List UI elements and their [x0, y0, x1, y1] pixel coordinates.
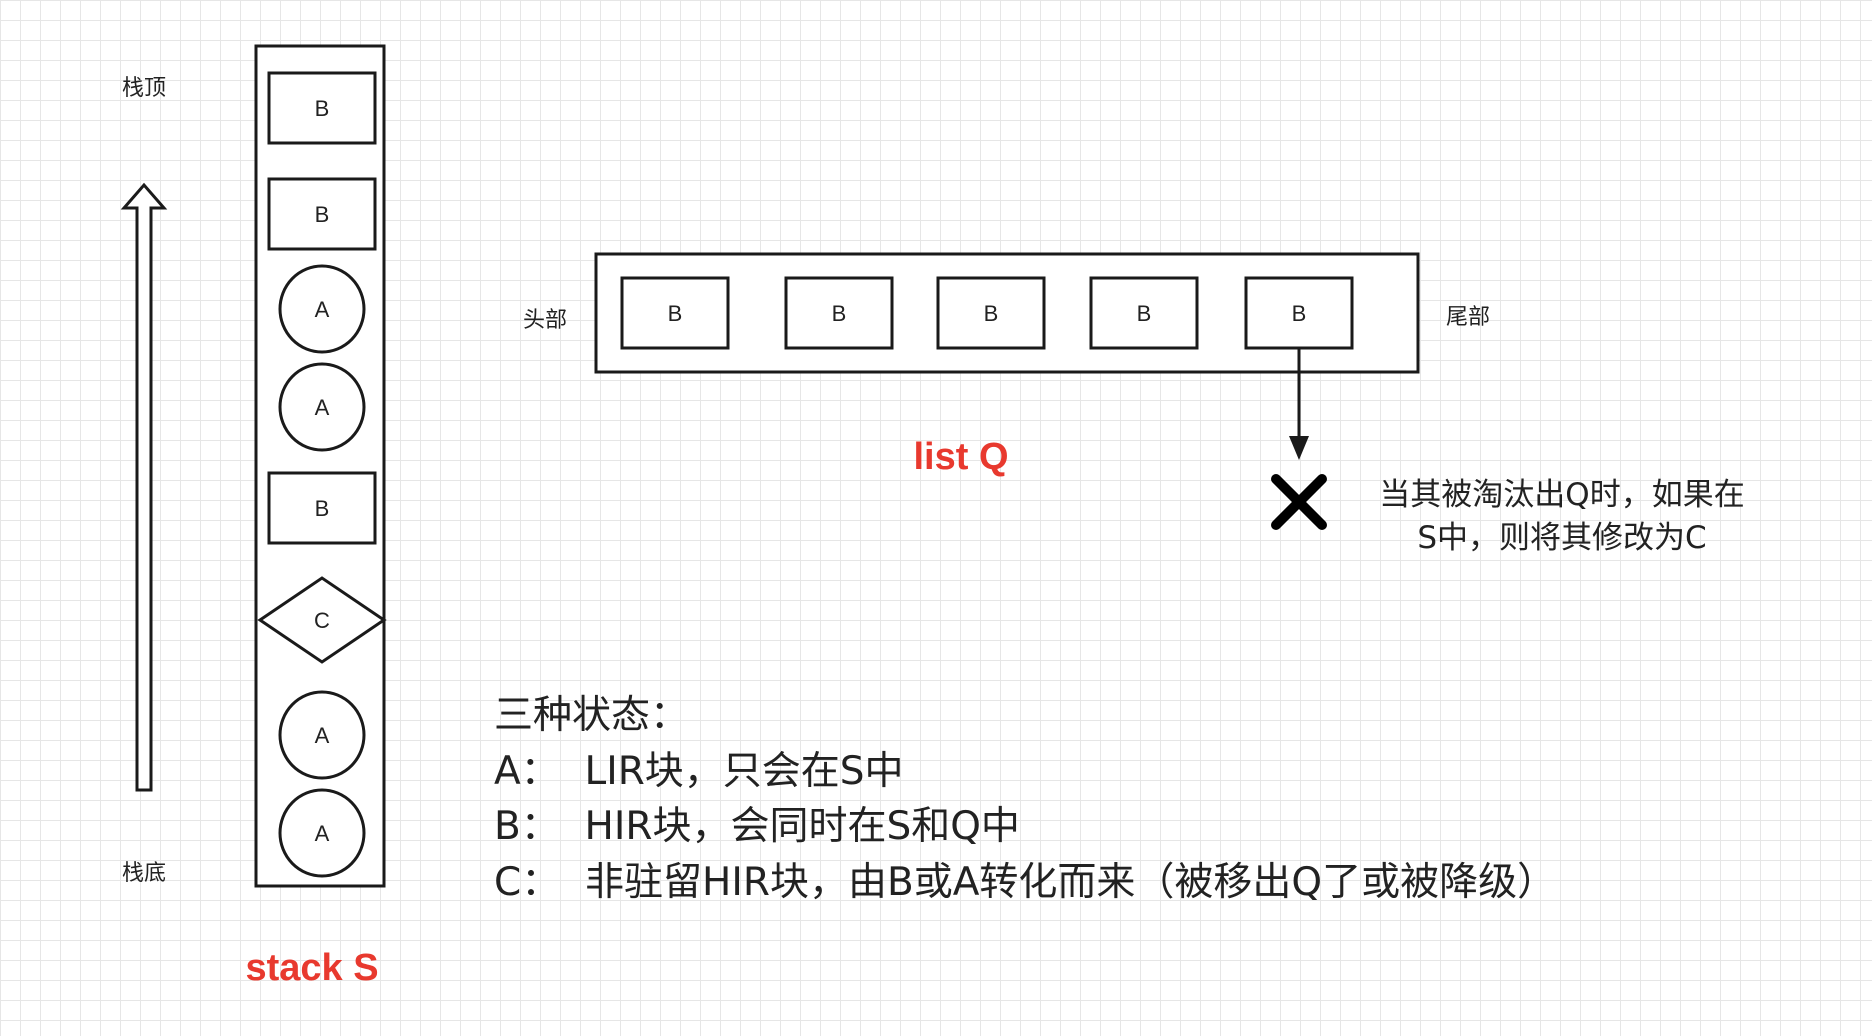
stack-item-label: A	[315, 821, 330, 846]
list-item-rect: B	[936, 276, 1046, 350]
list-item-label: B	[1137, 301, 1152, 326]
stack-direction-arrow-icon	[120, 182, 168, 792]
stack-item-circle: A	[278, 690, 366, 780]
legend-line-c: C： 非驻留HIR块，由B或A转化而来（被移出Q了或被降级）	[494, 860, 1556, 905]
eviction-arrowhead-icon	[1289, 436, 1309, 460]
stack-item-label: B	[315, 496, 330, 521]
stack-item-label: A	[315, 395, 330, 420]
stack-item-diamond: C	[257, 576, 387, 664]
stack-item-rect: B	[267, 471, 377, 545]
list-item-label: B	[984, 301, 999, 326]
stack-item-label: B	[315, 96, 330, 121]
list-item-label: B	[832, 301, 847, 326]
stack-item-label: B	[315, 202, 330, 227]
stack-title: stack S	[245, 947, 378, 989]
legend-line-b: B： HIR块，会同时在S和Q中	[494, 804, 1020, 849]
list-item-rect: B	[784, 276, 894, 350]
stack-item-rect: B	[267, 71, 377, 145]
eviction-note-line2: S中，则将其修改为C	[1417, 520, 1706, 556]
eviction-note-line1: 当其被淘汰出Q时，如果在	[1379, 477, 1744, 513]
list-item-rect: B	[620, 276, 730, 350]
stack-items: B B A A B C A A	[257, 71, 387, 878]
stack-item-circle: A	[278, 788, 366, 878]
stack-item-circle: A	[278, 362, 366, 452]
list-item-rect: B	[1244, 276, 1354, 350]
list-head-label: 头部	[523, 308, 567, 333]
stack-bottom-label: 栈底	[122, 861, 166, 886]
stack-item-label: C	[314, 608, 330, 633]
list-item-label: B	[1292, 301, 1307, 326]
legend-heading: 三种状态：	[494, 693, 689, 738]
list-item-rect: B	[1089, 276, 1199, 350]
legend-line-a: A： LIR块，只会在S中	[494, 749, 904, 794]
stack-item-label: A	[315, 723, 330, 748]
stack-item-circle: A	[278, 264, 366, 354]
list-title: list Q	[913, 436, 1008, 478]
stack-top-label: 栈顶	[122, 76, 166, 101]
evicted-x-icon	[1271, 474, 1327, 530]
list-item-label: B	[668, 301, 683, 326]
stack-item-rect: B	[267, 177, 377, 251]
stack-item-label: A	[315, 297, 330, 322]
list-tail-label: 尾部	[1446, 305, 1490, 330]
